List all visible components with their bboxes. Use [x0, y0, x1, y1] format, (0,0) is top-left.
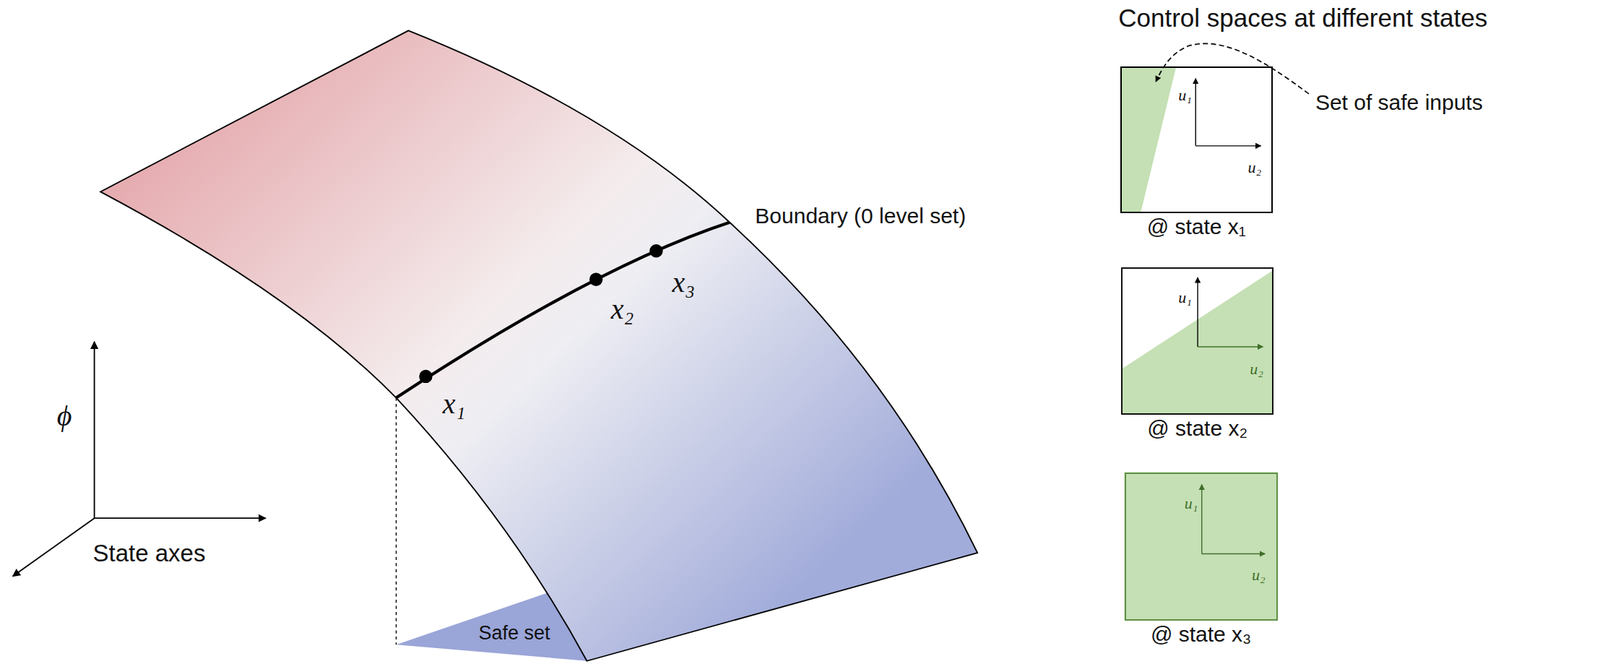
- state-label: x₃: [672, 266, 696, 299]
- input-axis-label: u₁: [1184, 494, 1199, 513]
- state-point: [589, 273, 603, 287]
- phi-axis: [93, 341, 96, 518]
- drop-line: [395, 398, 397, 646]
- panel-caption: @ state x₁: [1147, 214, 1247, 239]
- state-label: x₁: [442, 387, 466, 420]
- state-point: [649, 244, 663, 258]
- control-space-panel: u₁u₂@ state x₃: [1124, 472, 1278, 621]
- u1-axis: [1201, 484, 1202, 555]
- panel-heading: Control spaces at different states: [1118, 4, 1488, 33]
- input-axis-label: u₂: [1249, 359, 1264, 378]
- input-axis-label: u₂: [1247, 158, 1262, 177]
- safe-input-region: [1123, 472, 1278, 621]
- callout-text: Set of safe inputs: [1315, 90, 1483, 115]
- input-axis-label: u₁: [1178, 288, 1192, 307]
- u1-axis: [1195, 78, 1197, 146]
- axis-caption: State axes: [93, 539, 206, 566]
- boundary-label: Boundary (0 level set): [754, 203, 966, 228]
- u2-axis: [1197, 346, 1263, 347]
- input-axis-label: u₁: [1178, 86, 1192, 105]
- control-space-panel: u₁u₂@ state x₁: [1120, 66, 1273, 214]
- control-space-panel: u₁u₂@ state x₂: [1121, 267, 1273, 414]
- value-surface: [100, 30, 978, 661]
- region-label: Safe set: [478, 622, 550, 645]
- u1-axis: [1196, 277, 1198, 347]
- axis-label: ϕ: [57, 400, 73, 432]
- input-axis-label: u₂: [1251, 566, 1266, 584]
- panel-caption: @ state x₂: [1147, 416, 1248, 440]
- zero-level-set: [395, 222, 730, 399]
- panel-caption: @ state x₃: [1150, 621, 1252, 646]
- u2-axis: [1195, 145, 1261, 146]
- state-axis: [94, 517, 266, 519]
- state-axis: [13, 517, 95, 576]
- state-point: [418, 369, 432, 383]
- state-label: x₂: [611, 293, 635, 326]
- safe-input-region: [1120, 66, 1177, 214]
- u2-axis: [1201, 553, 1266, 555]
- safe-input-region: [1121, 270, 1273, 414]
